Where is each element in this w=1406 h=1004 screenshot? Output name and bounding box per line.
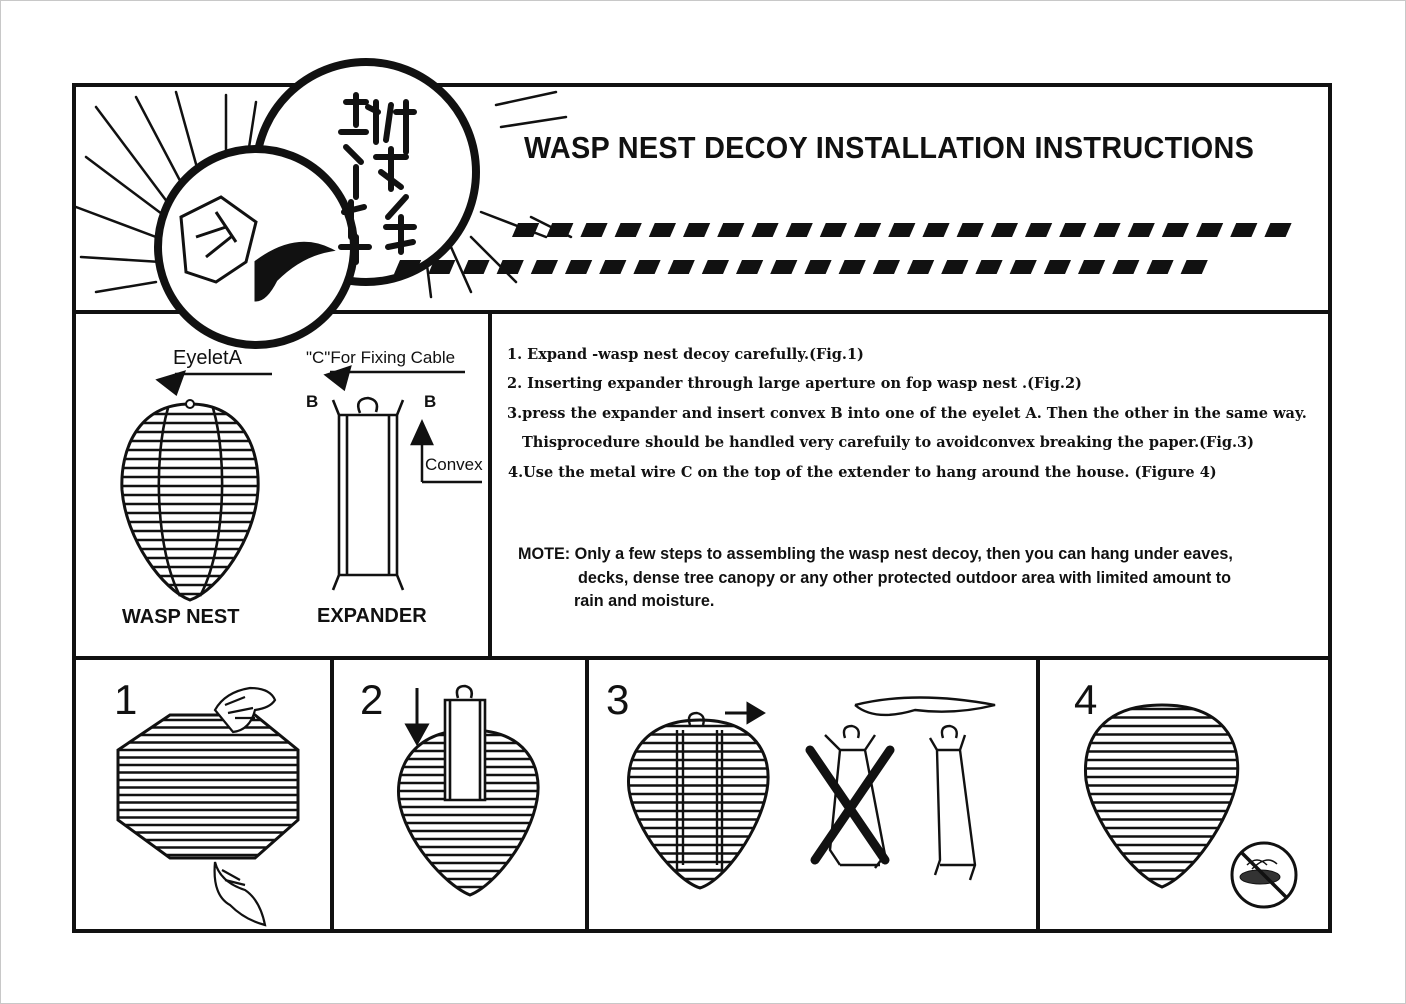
stripe-dash	[546, 223, 574, 237]
no-wasp-icon	[1230, 841, 1298, 909]
note-line-2: decks, dense tree canopy or any other pr…	[578, 568, 1232, 587]
note-line-1: MOTE: Only a few steps to assembling the…	[518, 545, 1233, 563]
stripe-dash	[667, 260, 695, 274]
figure-number-2: 2	[360, 676, 384, 723]
step-2: 2. Inserting expander through large aper…	[507, 375, 1082, 393]
header-divider	[72, 310, 1332, 314]
stripe-dash	[683, 223, 711, 237]
expander-icon	[331, 396, 405, 591]
stripe-dash	[565, 260, 593, 274]
stripe-dash	[1009, 260, 1037, 274]
hanging-nest-illustration	[1084, 703, 1298, 909]
stripe-dash	[648, 223, 677, 237]
expand-nest-illustration	[116, 686, 300, 927]
stripe-dash	[1264, 223, 1292, 237]
figure-number-4: 4	[1074, 676, 1098, 723]
stripe-dash	[1230, 223, 1258, 237]
stripe-dash	[496, 260, 524, 274]
step-3: 3.press the expander and insert convex B…	[507, 404, 1307, 422]
stripe-dash	[975, 260, 1003, 274]
insert-expander-illustration	[397, 684, 540, 897]
note-block: MOTE: Only a few steps to assembling the…	[518, 543, 1233, 614]
c-fixing-cable-label: "C"For Fixing Cable	[306, 348, 456, 367]
stripe-dash	[1127, 223, 1155, 237]
stripe-dash	[888, 223, 916, 237]
middle-divider	[488, 310, 492, 660]
diagram-arrows	[155, 365, 482, 484]
step-1: 1. Expand -wasp nest decoy carefully.(Fi…	[507, 346, 864, 363]
stripe-dash	[1161, 223, 1190, 237]
dashed-stripes	[394, 223, 1292, 274]
stripe-dash	[1093, 223, 1121, 237]
arrow-icon	[725, 701, 766, 725]
page-title: WASP NEST DECOY INSTALLATION INSTRUCTION…	[524, 130, 1255, 165]
figure-number-3: 3	[606, 676, 630, 723]
stripe-dash	[941, 260, 969, 274]
stripe-dash	[872, 260, 901, 274]
stripe-dash	[1196, 223, 1224, 237]
stripe-dash	[1112, 260, 1140, 274]
stripe-dash	[394, 260, 422, 274]
stripe-dash	[1043, 260, 1072, 274]
stripe-dash	[804, 260, 832, 274]
note-line-3: rain and moisture.	[574, 592, 715, 610]
stripe-dash	[751, 223, 779, 237]
hand-icon	[213, 686, 277, 927]
fig-divider-3	[1036, 656, 1040, 929]
stripe-dash	[1078, 260, 1106, 274]
wasp-nest-caption: WASP NEST	[122, 606, 240, 628]
stripe-dash	[701, 260, 730, 274]
step-4: 4.Use the metal wire C on the top of the…	[508, 463, 1217, 481]
stripe-dash	[854, 223, 882, 237]
stripe-dash	[990, 223, 1019, 237]
press-convex-illustration	[627, 696, 996, 890]
stripe-dash	[717, 223, 745, 237]
stripe-dash	[462, 260, 490, 274]
convex-label: Convex	[425, 455, 483, 474]
b-left-label: B	[306, 392, 319, 411]
stripe-dash	[736, 260, 764, 274]
wasp-nest-icon	[120, 399, 260, 602]
step-3-continued: Thisprocedure should be handled very car…	[522, 434, 1254, 452]
instruction-steps: 1. Expand -wasp nest decoy carefully.(Fi…	[507, 340, 1307, 487]
eyelet-label: EyeletA	[173, 347, 242, 369]
stripe-dash	[1146, 260, 1174, 274]
stripe-dash	[956, 223, 984, 237]
stripe-dash	[1059, 223, 1087, 237]
instruction-sheet	[72, 83, 1332, 933]
expander-caption: EXPANDER	[317, 605, 427, 627]
stripe-dash	[633, 260, 661, 274]
stripe-dash	[838, 260, 866, 274]
fig-divider-2	[585, 656, 589, 929]
stripe-dash	[907, 260, 935, 274]
stripe-dash	[770, 260, 798, 274]
stripe-dash	[530, 260, 559, 274]
figure-number-1: 1	[114, 676, 138, 723]
stripe-dash	[922, 223, 950, 237]
stripe-dash	[614, 223, 642, 237]
stripe-dash	[819, 223, 848, 237]
fig-divider-1	[330, 656, 334, 929]
calligraphy-emblem	[74, 58, 573, 349]
figures-divider	[72, 656, 1332, 660]
stripe-dash	[1025, 223, 1053, 237]
stripe-dash	[599, 260, 627, 274]
b-right-label: B	[424, 392, 437, 411]
stripe-dash	[428, 260, 456, 274]
stripe-dash	[785, 223, 813, 237]
stripe-dash	[512, 223, 540, 237]
stripe-dash	[580, 223, 608, 237]
stripe-dash	[1180, 260, 1208, 274]
